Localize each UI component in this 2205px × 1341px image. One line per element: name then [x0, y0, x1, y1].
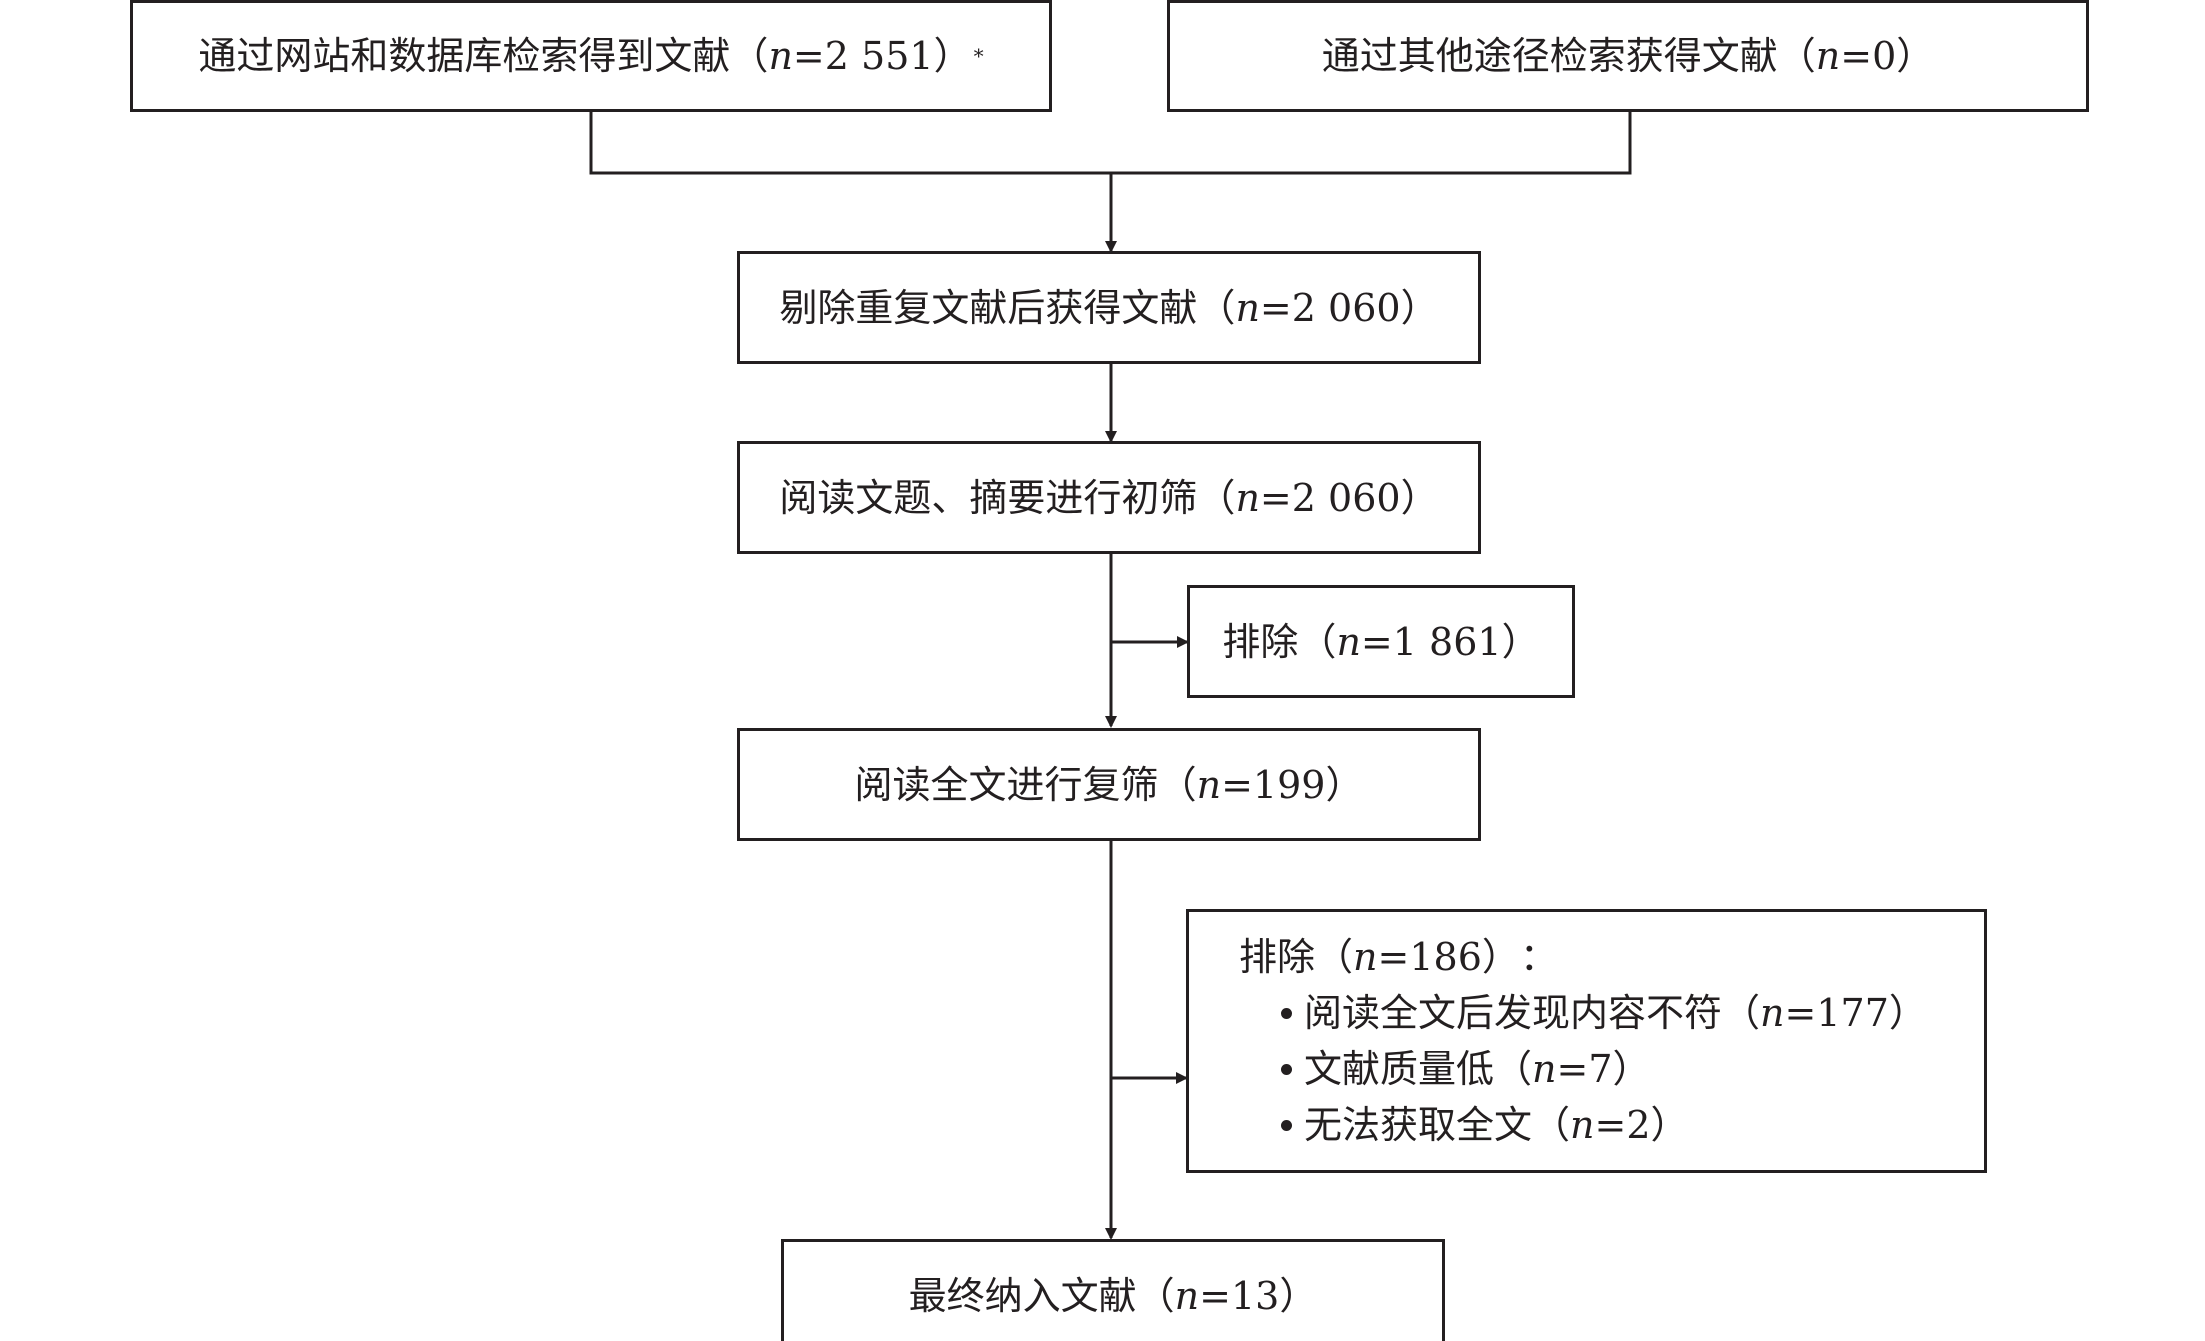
box-fulltext-screen: 阅读全文进行复筛（n=199） — [737, 728, 1481, 841]
title-abstract-screen-count: 2 060 — [1291, 475, 1401, 520]
exclusion-reason-count: 2 — [1626, 1103, 1651, 1147]
bullet-icon — [1281, 1119, 1292, 1131]
exclusion-reason-item: 无法获取全文（n=2） — [1239, 1097, 1689, 1153]
footnote-marker: * — [973, 44, 984, 68]
final-included-label: 最终纳入文献 — [908, 1273, 1137, 1318]
exclusion-reason-label: 无法获取全文 — [1304, 1103, 1533, 1147]
bullet-icon — [1281, 1063, 1292, 1075]
exclusion-reason-count: 177 — [1816, 991, 1889, 1035]
excluded-second-header: 排除（n=186）： — [1239, 935, 1558, 979]
excluded-first-count: 1 861 — [1392, 619, 1502, 664]
box-after-dedup: 剔除重复文献后获得文献（n=2 060） — [737, 251, 1481, 364]
title-abstract-screen-label: 阅读文题、摘要进行初筛 — [779, 475, 1198, 520]
after-dedup-count: 2 060 — [1291, 285, 1401, 330]
final-included-count: 13 — [1230, 1273, 1280, 1318]
exclusion-reason-count: 7 — [1588, 1047, 1613, 1091]
database-search-label: 通过网站和数据库检索得到文献 — [198, 34, 731, 78]
bullet-icon — [1281, 1007, 1292, 1019]
fulltext-screen-count: 199 — [1252, 762, 1326, 807]
exclusion-reason-item: 阅读全文后发现内容不符（n=177） — [1239, 985, 1927, 1041]
excluded-second-count: 186 — [1409, 935, 1482, 979]
database-search-count: 2 551 — [824, 34, 934, 78]
excluded-first-label: 排除 — [1222, 619, 1299, 664]
fulltext-screen-label: 阅读全文进行复筛 — [854, 762, 1159, 807]
exclusion-reason-item: 文献质量低（n=7） — [1239, 1041, 1651, 1097]
merge-connector — [589, 110, 1632, 175]
box-excluded-second: 排除（n=186）： 阅读全文后发现内容不符（n=177） 文献质量低（n=7）… — [1186, 909, 1987, 1173]
box-database-search: 通过网站和数据库检索得到文献（n=2 551）* — [130, 0, 1052, 112]
other-sources-label: 通过其他途径检索获得文献 — [1321, 34, 1778, 78]
box-other-sources: 通过其他途径检索获得文献（n=0） — [1167, 0, 2089, 112]
exclusion-reason-label: 阅读全文后发现内容不符 — [1304, 991, 1723, 1035]
box-excluded-first: 排除（n=1 861） — [1187, 585, 1575, 698]
box-final-included: 最终纳入文献（n=13） — [781, 1239, 1445, 1341]
after-dedup-label: 剔除重复文献后获得文献 — [779, 285, 1198, 330]
exclusion-reason-label: 文献质量低 — [1304, 1047, 1495, 1091]
other-sources-count: 0 — [1872, 34, 1897, 78]
excluded-second-label: 排除 — [1239, 935, 1316, 979]
box-title-abstract-screen: 阅读文题、摘要进行初筛（n=2 060） — [737, 441, 1481, 554]
